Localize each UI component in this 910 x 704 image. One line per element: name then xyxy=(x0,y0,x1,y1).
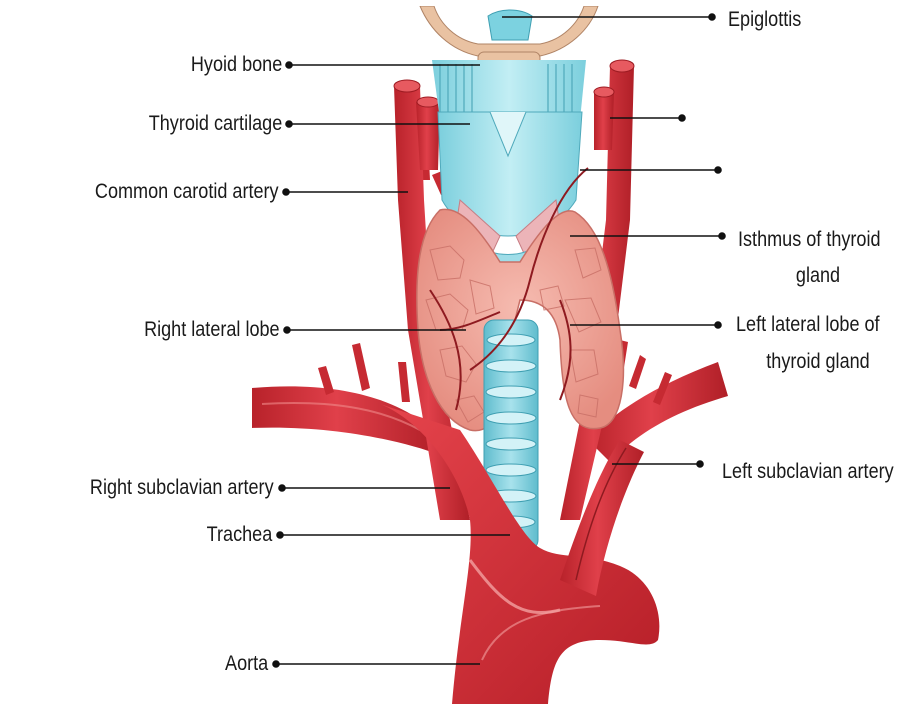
leader-dot xyxy=(277,532,283,538)
leader-dot xyxy=(279,485,285,491)
label-thyroid-cartilage: Thyroid cartilage xyxy=(148,112,282,136)
label-left-lobe-line2: thyroid gland xyxy=(742,350,893,374)
label-left-lobe-line1: Left lateral lobe of xyxy=(736,313,880,337)
leader-dot xyxy=(283,189,289,195)
leader-dot xyxy=(715,167,721,173)
leader-dot xyxy=(284,327,290,333)
label-right-lateral-lobe: Right lateral lobe xyxy=(144,318,280,342)
label-aorta: Aorta xyxy=(225,652,268,676)
leader-dot xyxy=(273,661,279,667)
leader-dot xyxy=(715,322,721,328)
leader-dot xyxy=(679,115,685,121)
label-isthmus-line1: Isthmus of thyroid xyxy=(738,228,881,252)
leader-dot xyxy=(286,121,292,127)
leader-dot xyxy=(719,233,725,239)
label-hyoid-bone: Hyoid bone xyxy=(191,53,282,77)
label-right-subclavian-artery: Right subclavian artery xyxy=(90,476,274,500)
thyrohyoid-membrane xyxy=(432,60,586,120)
top-edge xyxy=(0,0,910,6)
label-isthmus-line2: gland xyxy=(749,264,887,288)
label-left-subclavian-artery: Left subclavian artery xyxy=(722,460,894,484)
epiglottis xyxy=(488,10,532,40)
leader-dot xyxy=(709,14,715,20)
leader-dot xyxy=(286,62,292,68)
label-epiglottis: Epiglottis xyxy=(728,8,801,32)
leader-dot xyxy=(697,461,703,467)
label-trachea: Trachea xyxy=(206,523,272,547)
label-common-carotid-artery: Common carotid artery xyxy=(95,180,279,204)
